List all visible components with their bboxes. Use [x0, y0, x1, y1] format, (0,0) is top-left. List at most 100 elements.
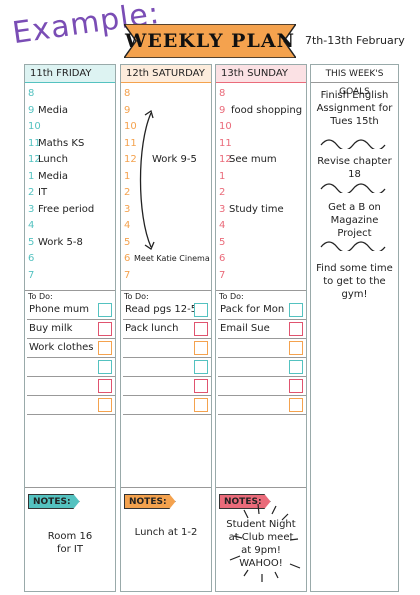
hour-number: 6: [28, 253, 35, 264]
todo-checkbox[interactable]: [194, 360, 208, 374]
todo-checkbox[interactable]: [194, 303, 208, 317]
todo-text: Work clothes: [29, 342, 94, 353]
todo-checkbox[interactable]: [194, 398, 208, 412]
todo-text: Buy milk: [29, 323, 73, 334]
todo-item: Work clothes: [27, 339, 115, 358]
hour-row: 11Maths KS: [28, 137, 84, 151]
todo-item: Buy milk: [27, 320, 115, 339]
hour-row: 1: [124, 170, 134, 184]
note-line: WAHOO!: [239, 558, 283, 569]
hour-number: 11: [124, 137, 137, 149]
hour-number: 10: [124, 121, 137, 132]
todo-item: Pack lunch: [123, 320, 211, 339]
hour-number: 2: [28, 187, 35, 198]
hour-row: 11: [219, 137, 232, 151]
todo-checkbox[interactable]: [98, 360, 112, 374]
date-range: 7th-13th February: [305, 34, 405, 47]
hour-row: 10: [124, 120, 137, 134]
schedule-entry: Lunch: [38, 154, 68, 165]
hour-number: 8: [124, 88, 131, 99]
todo-item: Phone mum: [27, 301, 115, 320]
todo-title: To Do:: [219, 292, 244, 301]
todo-item: [123, 358, 211, 377]
todo-text: Pack for Mon: [220, 304, 285, 315]
hour-row: 4: [28, 219, 38, 233]
hour-row: 8: [28, 87, 38, 101]
schedule-entry: Free period: [38, 203, 95, 215]
schedule-entry: Media: [38, 170, 69, 182]
hour-number: 2: [124, 187, 131, 198]
todo-checkbox[interactable]: [98, 341, 112, 355]
hour-number: 12: [219, 154, 232, 165]
schedule-entry: Meet Katie Cinema: [134, 254, 210, 263]
todo-title: To Do:: [28, 292, 53, 301]
schedule-entry: IT: [38, 187, 48, 198]
squiggle-divider-icon: [320, 241, 386, 251]
todo-checkbox[interactable]: [98, 398, 112, 412]
hour-number: 3: [28, 203, 35, 215]
todo-checkbox[interactable]: [98, 379, 112, 393]
hour-row: 7: [124, 269, 134, 283]
hour-row: 7: [219, 269, 229, 283]
hour-row: 5: [219, 236, 229, 250]
banner-ribbon-icon: [124, 24, 296, 58]
todo-item: [218, 396, 306, 415]
todo-checkbox[interactable]: [289, 341, 303, 355]
hour-row: 6: [28, 252, 38, 266]
todo-checkbox[interactable]: [98, 303, 112, 317]
todo-checkbox[interactable]: [289, 303, 303, 317]
todo-checkbox[interactable]: [194, 341, 208, 355]
hour-row: 12See mum: [219, 153, 277, 167]
hour-row: 4: [124, 219, 134, 233]
hour-row: 2: [124, 186, 134, 200]
schedule-entry: Maths KS: [38, 137, 85, 149]
goal-item: Revise chapter 18: [317, 156, 392, 180]
todo-checkbox[interactable]: [194, 379, 208, 393]
hour-row: 10: [219, 120, 232, 134]
schedule-entry: food shopping: [231, 104, 303, 116]
todo-item: [218, 377, 306, 396]
note-line: Lunch at 1-2: [134, 527, 198, 538]
hour-number: 9: [124, 104, 131, 116]
goal-item: Find some time to get to the gym!: [316, 263, 393, 300]
day-heading: 12th SATURDAY: [121, 65, 211, 83]
arrow-span-icon: [139, 109, 155, 250]
hour-row: 1: [219, 170, 229, 184]
todo-item: [27, 358, 115, 377]
todo-item: [123, 396, 211, 415]
hour-number: 1: [28, 170, 35, 182]
hour-number: 5: [28, 236, 35, 248]
schedule-entry: See mum: [229, 154, 277, 165]
todo-checkbox[interactable]: [289, 360, 303, 374]
day-heading: 13th SUNDAY: [216, 65, 306, 83]
hour-row: 9: [124, 104, 134, 118]
todo-checkbox[interactable]: [194, 322, 208, 336]
todo-item: Email Sue: [218, 320, 306, 339]
hour-number: 9: [28, 104, 35, 116]
hour-number: 8: [28, 88, 35, 99]
todo-title: To Do:: [124, 292, 149, 301]
hour-number: 4: [28, 220, 35, 231]
todo-item: [27, 396, 115, 415]
todo-checkbox[interactable]: [98, 322, 112, 336]
todo-checkbox[interactable]: [289, 379, 303, 393]
todo-checkbox[interactable]: [289, 322, 303, 336]
goals-heading: THIS WEEK'S GOALS: [311, 65, 398, 97]
todo-checkbox[interactable]: [289, 398, 303, 412]
hour-number: 12: [124, 154, 137, 165]
